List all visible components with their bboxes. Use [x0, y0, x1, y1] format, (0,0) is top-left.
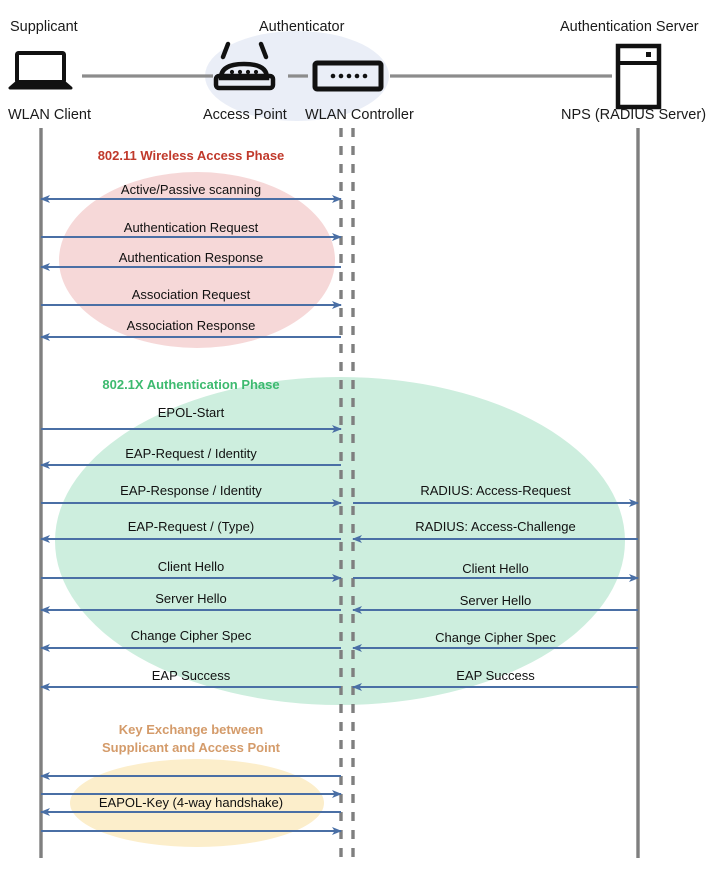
message-label-authentication-response: Authentication Response — [118, 250, 264, 265]
phase2-arrows — [40, 425, 639, 691]
device-label-nps: NPS (RADIUS Server) — [561, 107, 707, 123]
message-label-radius-access-challenge: RADIUS: Access-Challenge — [415, 519, 576, 534]
message-label-server-hello-right: Server Hello — [459, 593, 532, 608]
phase3-ellipse — [70, 759, 324, 847]
message-label-epol-start: EPOL-Start — [157, 405, 225, 420]
role-label-supplicant: Supplicant — [10, 19, 78, 35]
role-label-authentication-server: Authentication Server — [560, 19, 699, 35]
message-label-client-hello-right: Client Hello — [462, 561, 529, 576]
message-label-change-cipher-spec-left: Change Cipher Spec — [130, 628, 252, 643]
laptop-icon — [8, 51, 73, 90]
message-label-change-cipher-spec-right: Change Cipher Spec — [435, 630, 556, 645]
access-point-icon — [213, 41, 276, 91]
device-label-wlan-controller: WLAN Controller — [305, 107, 414, 123]
message-label-active-passive-scanning: Active/Passive scanning — [120, 182, 262, 197]
phase1-arrows — [40, 195, 342, 341]
role-label-authenticator: Authenticator — [259, 19, 345, 35]
message-label-authentication-request: Authentication Request — [123, 220, 259, 235]
message-label-eap-request-identity: EAP-Request / Identity — [125, 446, 257, 461]
server-icon — [615, 43, 662, 110]
message-label-association-response: Association Response — [126, 318, 256, 333]
message-label-eap-response-identity: EAP-Response / Identity — [120, 483, 262, 498]
phase3-title-line1: Key Exchange between — [118, 722, 264, 737]
wlan-controller-icon — [312, 60, 384, 92]
phase3-arrows — [40, 772, 342, 835]
message-label-client-hello-left: Client Hello — [157, 559, 225, 574]
message-label-association-request: Association Request — [131, 287, 251, 302]
phase1-ellipse — [59, 172, 335, 348]
phase1-title: 802.11 Wireless Access Phase — [97, 148, 285, 163]
phase3-title-line2: Supplicant and Access Point — [102, 740, 280, 755]
phase2-ellipse — [55, 377, 625, 705]
device-label-wlan-client: WLAN Client — [8, 107, 91, 123]
message-label-eap-success-right: EAP Success — [456, 668, 535, 683]
phase2-title: 802.1X Authentication Phase — [102, 377, 280, 392]
message-label-eapol-key: EAPOL-Key (4-way handshake) — [98, 795, 284, 810]
message-label-eap-success-left: EAP Success — [151, 668, 231, 683]
message-label-server-hello-left: Server Hello — [155, 591, 227, 606]
message-label-radius-access-request: RADIUS: Access-Request — [420, 483, 571, 498]
message-label-eap-request-type: EAP-Request / (Type) — [127, 519, 255, 534]
device-label-access-point: Access Point — [203, 107, 287, 123]
